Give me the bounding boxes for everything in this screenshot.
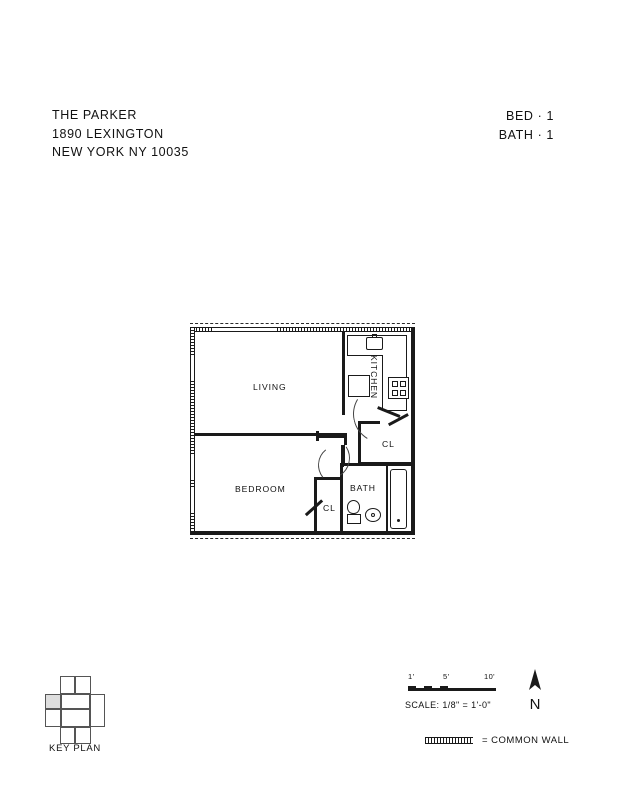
keyplan-unit-bottom-left bbox=[60, 727, 75, 744]
room-label-kitchen: KITCHEN bbox=[369, 355, 379, 400]
wall-closet-upper-left bbox=[358, 421, 361, 465]
common-wall-swatch bbox=[425, 737, 473, 744]
bathtub-drain-icon bbox=[397, 519, 400, 522]
toilet-icon bbox=[347, 500, 360, 514]
room-label-bedroom: BEDROOM bbox=[235, 484, 286, 494]
keyplan-unit-bottom-right bbox=[75, 727, 91, 744]
north-compass: N bbox=[522, 668, 548, 714]
wall-bedroom-east-stub bbox=[344, 433, 347, 445]
keyplan-unit-mid-center bbox=[61, 694, 90, 709]
keyplan-unit-left-lower bbox=[45, 709, 61, 727]
unit-stats-block: BED · 1 BATH · 1 bbox=[499, 107, 554, 144]
bath-door-panel bbox=[341, 445, 344, 467]
bathtub-icon bbox=[390, 469, 407, 529]
faucet-icon bbox=[372, 334, 377, 337]
scale-caption: SCALE: 1/8" = 1'-0" bbox=[405, 700, 491, 710]
compass-north-label: N bbox=[529, 696, 541, 713]
sink-drain-icon bbox=[371, 513, 375, 517]
key-plan-label: KEY PLAN bbox=[49, 743, 101, 754]
wall-left-common bbox=[190, 327, 195, 535]
wall-bath-top bbox=[340, 463, 411, 466]
window-bedroom-left-upper bbox=[191, 455, 194, 479]
bath-count: BATH · 1 bbox=[498, 127, 554, 142]
building-name: THE PARKER bbox=[52, 108, 137, 122]
toilet-tank-icon bbox=[347, 514, 361, 524]
floor-plan: LIVING BEDROOM KITCHEN BATH CL CL bbox=[190, 323, 418, 539]
window-living-left bbox=[191, 355, 194, 381]
room-label-closet-lower: CL bbox=[323, 503, 336, 513]
room-label-bath: BATH bbox=[350, 483, 376, 493]
common-wall-dash-bottom bbox=[190, 538, 415, 539]
scale-tick-5ft: 5' bbox=[443, 672, 450, 681]
wall-closet-lower-top bbox=[314, 477, 342, 480]
legend-common-wall: = COMMON WALL bbox=[425, 735, 569, 746]
range-icon bbox=[388, 377, 409, 399]
keyplan-unit-top-right bbox=[75, 676, 91, 694]
keyplan-unit-top-left bbox=[60, 676, 75, 694]
window-bedroom-left-lower bbox=[191, 487, 194, 511]
keyplan-unit-center-lower bbox=[61, 709, 90, 727]
wall-tub-alcove bbox=[386, 466, 388, 531]
bedroom-door-panel bbox=[318, 435, 346, 438]
sink-icon bbox=[366, 337, 383, 350]
room-label-closet-upper: CL bbox=[382, 439, 395, 449]
wall-living-bedroom bbox=[195, 433, 347, 436]
wall-top-common bbox=[190, 327, 415, 332]
scale-tick-10ft: 10' bbox=[484, 672, 495, 681]
compass-arrow-icon bbox=[529, 669, 541, 690]
common-wall-legend-text: = COMMON WALL bbox=[482, 735, 570, 746]
common-wall-dash-top bbox=[190, 323, 415, 324]
wall-closet-upper-top bbox=[358, 421, 380, 424]
keyplan-unit-highlighted bbox=[45, 694, 61, 709]
bathroom-sink-icon bbox=[365, 508, 381, 522]
wall-right-exterior bbox=[411, 327, 415, 535]
key-plan-diagram bbox=[42, 676, 108, 754]
wall-hall-vertical bbox=[342, 445, 345, 465]
street-address: 1890 LEXINGTON bbox=[52, 126, 164, 141]
watermark-artifact-left bbox=[52, 176, 56, 190]
bed-count: BED · 1 bbox=[506, 109, 554, 123]
wall-bottom bbox=[190, 531, 415, 535]
room-label-living: LIVING bbox=[253, 382, 287, 392]
city-state-zip: NEW YORK NY 10035 bbox=[52, 145, 189, 159]
wall-living-kitchen bbox=[342, 332, 345, 415]
keyplan-unit-mid-right bbox=[90, 694, 105, 727]
wall-bath-left bbox=[340, 463, 343, 533]
refrigerator-icon bbox=[348, 375, 370, 397]
scale-tick-1ft: 1' bbox=[408, 672, 415, 681]
watermark-artifact-right bbox=[550, 145, 554, 159]
property-address-block: THE PARKER 1890 LEXINGTON NEW YORK NY 10… bbox=[52, 106, 189, 162]
jamb-bedroom-door bbox=[316, 431, 319, 441]
window-living-top bbox=[214, 328, 276, 331]
